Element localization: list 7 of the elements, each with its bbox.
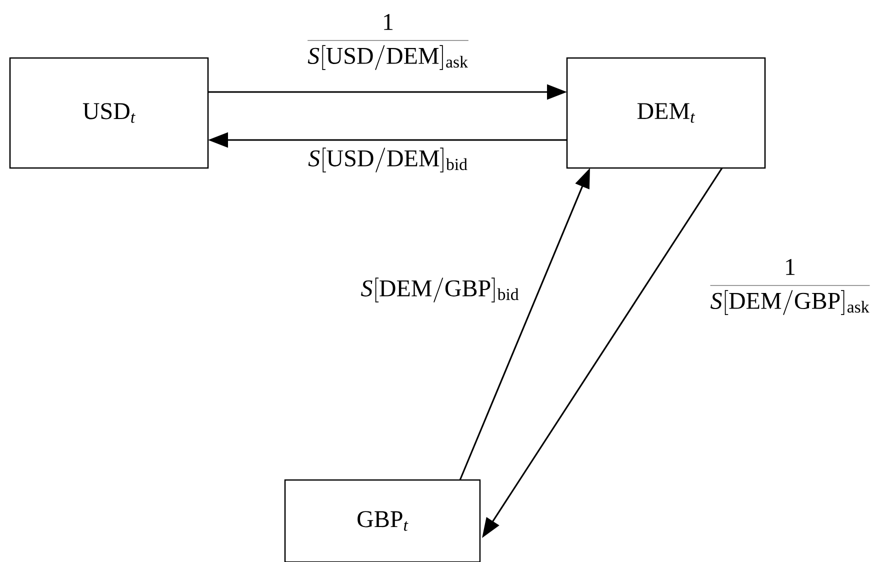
currency-box: $\mathrm{USD}_{t}$ (9, 57, 209, 169)
edge-label: $\frac{1}{S[\mathrm{DEM/GBP}]_{\mathrm{ask}}}$ (708, 258, 872, 316)
currency-box: $\mathrm{DEM}_{t}$ (566, 57, 766, 169)
edge-label: $S[\mathrm{DEM/GBP}]_{\mathrm{bid}}$ (360, 276, 520, 304)
edge-label: $\frac{1}{S[\mathrm{USD/DEM}]_{\mathrm{ask}}}$ (305, 13, 471, 71)
currency-box: $\mathrm{GBP}_{t}$ (284, 479, 481, 562)
edge-label: $S[\mathrm{USD/DEM}]_{\mathrm{bid}}$ (307, 146, 469, 174)
